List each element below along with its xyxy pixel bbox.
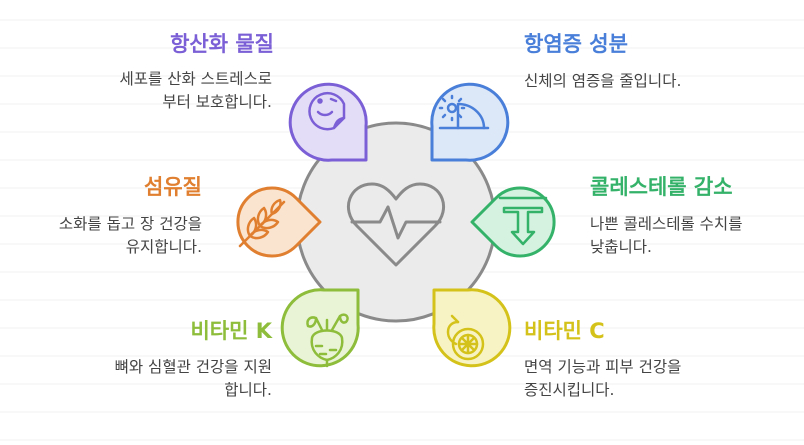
- thermometer-icon: [438, 94, 490, 130]
- heart-pulse-icon: [346, 182, 446, 267]
- vitamin-k-desc-line-2: 합니다.: [224, 381, 272, 399]
- antioxidant-desc-line-1: 세포를 산화 스트레스로: [119, 70, 272, 88]
- fiber-desc-line-2: 유지합니다.: [125, 238, 202, 256]
- anti-inflammatory-pin: [430, 82, 510, 162]
- cholesterol-desc-line-1: 나쁜 콜레스테롤 수치를: [590, 215, 743, 233]
- vitamin-c-desc-line-1: 면역 기능과 피부 건강을: [524, 358, 682, 376]
- wheat-icon: [238, 198, 286, 248]
- vitamin-k-desc-line-1: 뼈와 심혈관 건강을 지원: [114, 358, 272, 376]
- fiber-title: 섬유질: [144, 175, 202, 199]
- vitamin-c-title: 비타민 C: [524, 319, 605, 343]
- antioxidant-pin: [288, 82, 368, 162]
- cholesterol-pin: [470, 186, 556, 258]
- antioxidant-desc-line-2: 부터 보호합니다.: [162, 93, 272, 111]
- vitamin-k-pin: [280, 288, 360, 368]
- vitamin-c-pin: [432, 288, 512, 368]
- vitamin-k-title: 비타민 K: [190, 319, 272, 343]
- fiber-desc-line-1: 소화를 돕고 장 건강을: [58, 215, 202, 233]
- antioxidant-title: 항산화 물질: [170, 32, 274, 56]
- vitamin-c-desc-line-2: 증진시킵니다.: [524, 381, 615, 399]
- cholesterol-title: 콜레스테롤 감소: [590, 175, 733, 199]
- arrow-down-to-line-icon: [498, 196, 548, 246]
- anti-inflammatory-title: 항염증 성분: [524, 32, 628, 56]
- sticker-face-icon: [308, 91, 346, 131]
- beet-icon: [306, 313, 349, 368]
- cholesterol-desc-line-2: 낮춥니다.: [590, 238, 652, 256]
- fiber-pin: [236, 186, 322, 258]
- citrus-icon: [446, 314, 485, 361]
- anti-inflammatory-desc-line-1: 신체의 염증을 줄입니다.: [524, 72, 682, 90]
